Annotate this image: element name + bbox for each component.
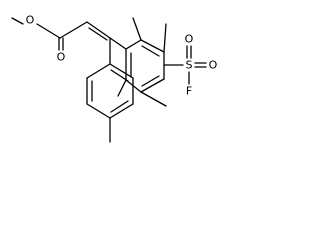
atom-fluorine: F <box>186 85 192 98</box>
molecule-structure: O O S O O F <box>11 14 218 143</box>
ring-methyl-bottom-right <box>140 91 167 107</box>
bond-alkene-outer <box>86 21 111 39</box>
ring-bond-1 <box>125 39 142 50</box>
tolyl-double-2 <box>110 100 129 113</box>
ring-methyl-top-left <box>132 17 142 41</box>
tolyl-double-1 <box>110 69 129 82</box>
bonds <box>11 17 207 143</box>
ring-bond-5 <box>125 79 142 93</box>
ring-double-1 <box>141 45 160 57</box>
bond-o-carbonyl <box>36 23 61 39</box>
ring-bond-2 <box>140 39 165 53</box>
bond-alkene-inner <box>88 27 108 41</box>
ring-bond-4 <box>140 78 165 93</box>
ring-methyl-top-right <box>163 23 167 53</box>
tolyl-bond-6 <box>86 63 111 79</box>
tolyl-bond-3 <box>109 103 134 119</box>
atom-labels: O O S O O F <box>26 14 218 98</box>
bond-carbonyl-alkene-ch <box>59 21 88 39</box>
atom-sulfur: S <box>186 59 193 72</box>
tolyl-bond-1 <box>109 63 134 79</box>
atom-ester-oxygen: O <box>26 14 35 27</box>
bond-methyl-o <box>11 17 24 25</box>
atom-carbonyl-oxygen: O <box>57 51 66 64</box>
ring-double-2 <box>141 75 160 87</box>
ring-methyl-bottom-left <box>117 79 127 97</box>
atom-sulfonyl-oxygen-right: O <box>209 59 218 72</box>
tolyl-bond-4 <box>86 103 111 119</box>
bond-alkene-ring <box>109 37 127 50</box>
atom-sulfonyl-oxygen-top: O <box>185 33 194 46</box>
